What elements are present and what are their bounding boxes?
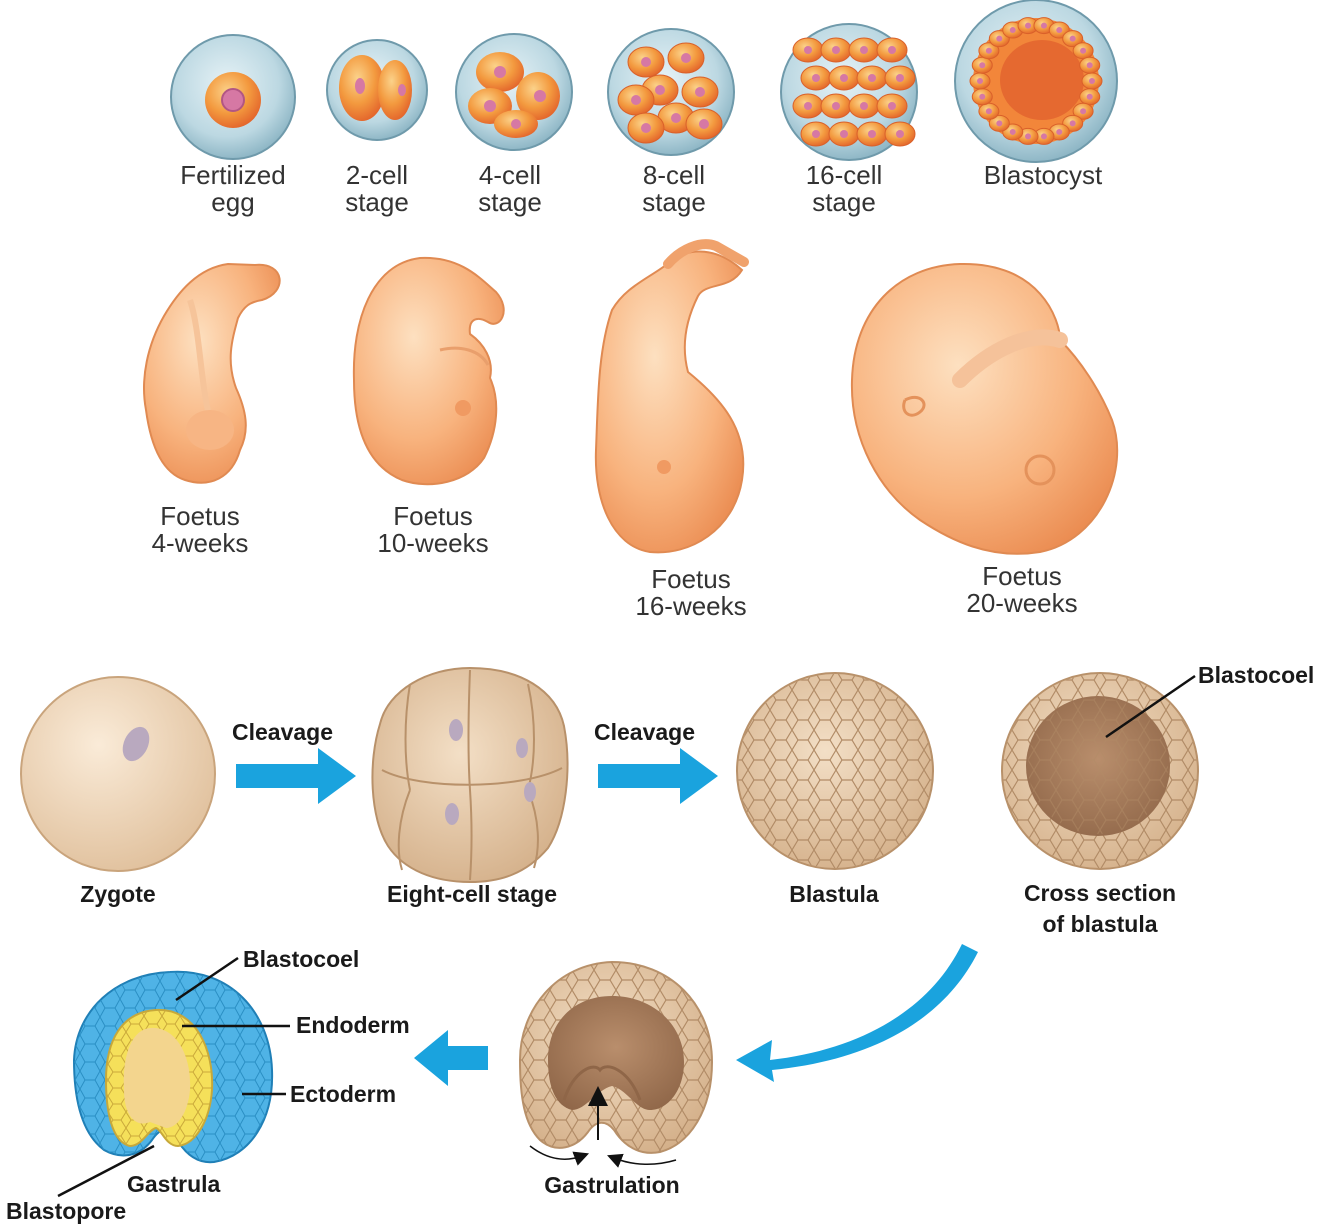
- orange-cell: [801, 66, 831, 90]
- orange-cell: [972, 57, 992, 73]
- blastocyst-illustration: [955, 0, 1117, 162]
- cross-section-label: Cross sectionof blastula: [1000, 878, 1200, 940]
- orange-cell: [686, 109, 722, 139]
- sixteen-cell-stage-label: 16-cellstage: [784, 162, 904, 216]
- sixteen-cell-stage-illustration: [781, 24, 917, 160]
- orange-cell: [682, 77, 718, 107]
- orange-cell: [877, 38, 907, 62]
- foetus-10-weeks-illustration: [354, 258, 504, 484]
- gastrulation-label: Gastrulation: [520, 1170, 704, 1201]
- gastrula-label: Gastrula: [127, 1169, 220, 1200]
- four-cell-stage-illustration: [456, 34, 572, 150]
- blastula-label: Blastula: [764, 879, 904, 910]
- orange-cell: [793, 94, 823, 118]
- orange-cell: [877, 94, 907, 118]
- orange-cell: [1082, 73, 1102, 89]
- orange-cell: [1080, 57, 1100, 73]
- eight-cell-stage-illustration: [372, 668, 567, 882]
- four-cell-stage-label: 4-cellstage: [453, 162, 567, 216]
- orange-cell: [972, 89, 992, 105]
- blastocyst-label: Blastocyst: [966, 162, 1120, 189]
- gastrula-blastocoel-label: Blastocoel: [243, 944, 359, 975]
- orange-cell: [829, 122, 859, 146]
- arrow-to-gastrula: [414, 1030, 488, 1086]
- orange-cell: [668, 43, 704, 73]
- orange-cell: [857, 66, 887, 90]
- orange-cell: [1073, 43, 1093, 59]
- orange-cell: [628, 113, 664, 143]
- ectoderm-label: Ectoderm: [290, 1079, 396, 1110]
- cleavage-label-1: Cleavage: [232, 717, 333, 748]
- orange-cell: [849, 94, 879, 118]
- fertilized-egg-illustration: [171, 35, 295, 159]
- orange-cell: [1080, 89, 1100, 105]
- gastrulation-illustration: [520, 962, 712, 1164]
- orange-cell: [885, 66, 915, 90]
- foetus-20-weeks-illustration: [852, 264, 1117, 554]
- gastrula-illustration: [74, 972, 272, 1162]
- foetus-20-weeks-label: Foetus20-weeks: [944, 563, 1100, 617]
- endoderm-label: Endoderm: [296, 1010, 410, 1041]
- blastula-cross-section-illustration: [1002, 673, 1198, 869]
- cleavage-arrow-2: [598, 748, 718, 804]
- zygote-label: Zygote: [48, 879, 188, 910]
- blastocoel-label: Blastocoel: [1198, 660, 1314, 691]
- cleavage-arrow-1: [236, 748, 356, 804]
- orange-cell: [885, 122, 915, 146]
- orange-cell: [801, 122, 831, 146]
- eight-cell-stage-label: 8-cellstage: [617, 162, 731, 216]
- foetus-4-weeks-illustration: [144, 264, 280, 483]
- orange-cell: [821, 94, 851, 118]
- foetus-16-weeks-illustration: [596, 244, 744, 552]
- fertilized-egg-label: Fertilizedegg: [165, 162, 301, 216]
- orange-cell: [970, 73, 990, 89]
- orange-cell: [793, 38, 823, 62]
- orange-cell: [979, 103, 999, 119]
- orange-cell: [821, 38, 851, 62]
- orange-cell: [618, 85, 654, 115]
- orange-cell: [849, 38, 879, 62]
- cleavage-label-2: Cleavage: [594, 717, 695, 748]
- zygote-illustration: [21, 677, 215, 871]
- orange-cell: [628, 47, 664, 77]
- blastopore-label: Blastopore: [6, 1196, 126, 1227]
- orange-cell: [857, 122, 887, 146]
- eight-cell-stage-caption: Eight-cell stage: [362, 879, 582, 910]
- blastula-illustration: [737, 673, 933, 869]
- foetus-4-weeks-label: Foetus4-weeks: [130, 503, 270, 557]
- foetus-10-weeks-label: Foetus10-weeks: [358, 503, 508, 557]
- orange-cell: [829, 66, 859, 90]
- two-cell-stage-label: 2-cellstage: [320, 162, 434, 216]
- foetus-16-weeks-label: Foetus16-weeks: [614, 566, 768, 620]
- two-cell-stage-illustration: [327, 40, 427, 140]
- eight-cell-stage-orange-illustration: [608, 29, 734, 155]
- curved-arrow-to-gastrulation: [736, 944, 978, 1082]
